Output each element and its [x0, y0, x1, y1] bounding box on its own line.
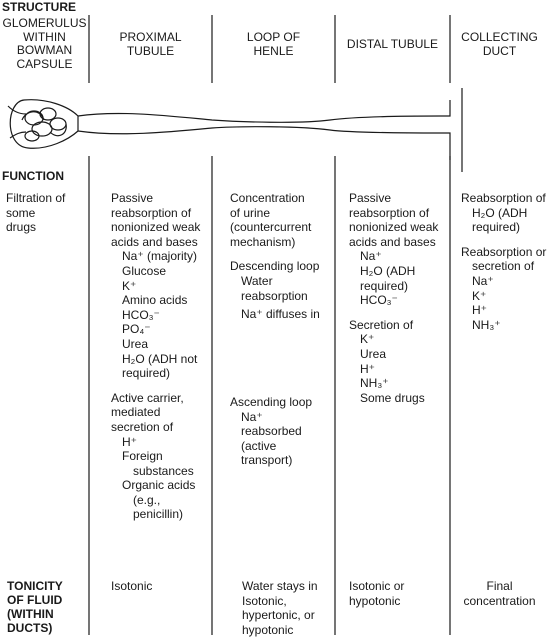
- header-distal-tubule: DISTAL TUBULE: [346, 37, 439, 51]
- glomerulus-loop: [49, 117, 67, 131]
- header-loop-of-henle: LOOP OF HENLE: [246, 30, 301, 58]
- tonicity-distal-tubule: Isotonic or hypotonic: [349, 579, 405, 608]
- header-collecting-duct: COLLECTING DUCT: [461, 30, 538, 58]
- glomerulus-loop: [39, 107, 57, 121]
- structure-label: STRUCTURE: [2, 0, 76, 14]
- function-proximal-tubule: Passive reabsorption of nonionized weak …: [111, 191, 201, 522]
- function-ascending-loop: Ascending loop Na⁺ reabsorbed (active tr…: [230, 395, 313, 468]
- tonicity-proximal-tubule: Isotonic: [111, 579, 153, 593]
- header-glomerulus: GLOMERULUS WITHIN BOWMAN CAPSULE: [2, 16, 87, 71]
- tonicity-label: TONICITY OF FLUID (WITHIN DUCTS): [7, 579, 63, 635]
- tonicity-loop-of-henle: Water stays in Isotonic, hypertonic, or …: [242, 579, 318, 637]
- tonicity-collecting-duct: Final concentration: [463, 579, 536, 608]
- tubule-wall-lower: [77, 126, 451, 160]
- tubule-wall-upper: [77, 100, 451, 123]
- afferent-arteriole: [7, 105, 27, 115]
- efferent-arteriole: [9, 131, 27, 139]
- glomerulus-loop: [21, 111, 45, 121]
- glomerulus-loop: [24, 130, 40, 142]
- function-glomerulus: Filtration of some drugs: [6, 191, 66, 235]
- bowman-capsule: [9, 99, 79, 149]
- function-label: FUNCTION: [2, 169, 64, 183]
- glomerulus-loop: [49, 123, 67, 137]
- function-distal-tubule: Passive reabsorption of nonionized weak …: [349, 191, 439, 405]
- function-collecting-duct: Reabsorption of H₂O (ADH required) Reabs…: [461, 191, 547, 332]
- function-loop-of-henle: Concentration of urine (countercurrent m…: [230, 191, 320, 322]
- header-proximal-tubule: PROXIMAL TUBULE: [119, 30, 182, 58]
- glomerulus-loop: [31, 121, 53, 137]
